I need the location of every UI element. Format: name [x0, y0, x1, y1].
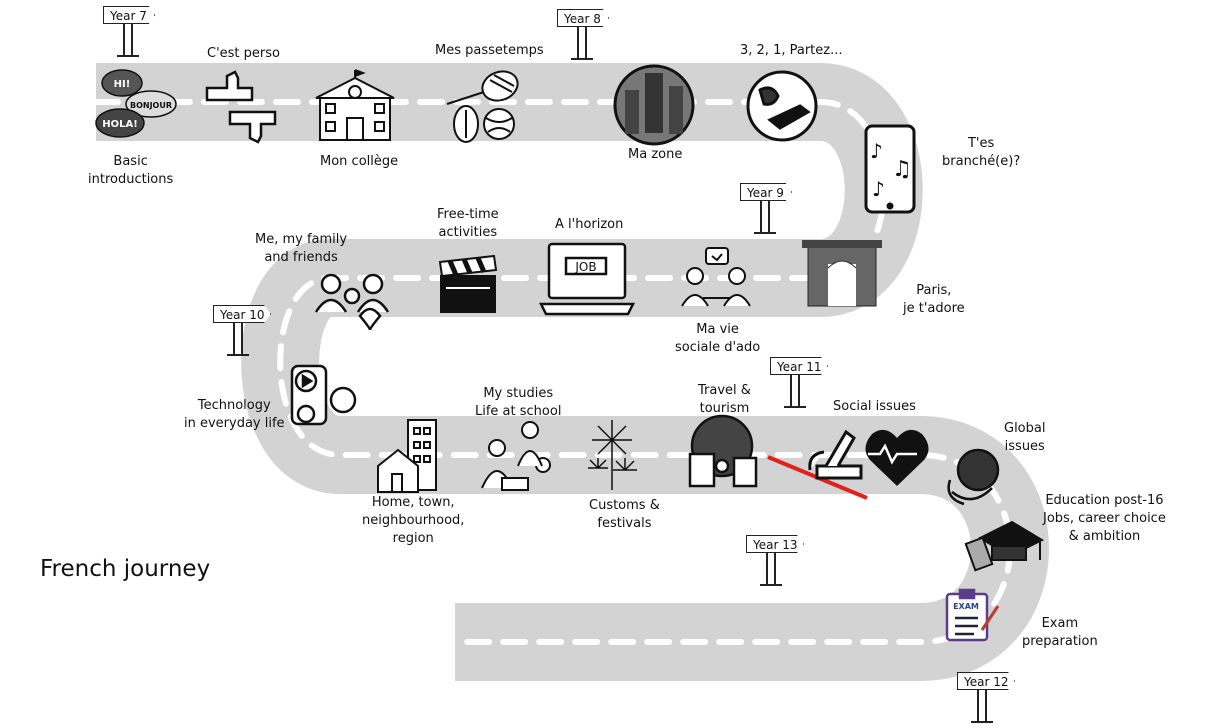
globe-leaf-icon [947, 448, 1000, 506]
diagram-title: French journey [40, 556, 211, 582]
label-partez: 3, 2, 1, Partez... [740, 43, 843, 58]
city-photo-icon [613, 64, 695, 146]
label-mon-college: Mon collège [320, 154, 399, 169]
arc-de-triomphe-icon [802, 240, 882, 307]
year10-sign: Year 10 [213, 305, 273, 363]
year8-sign: Year 8 [557, 9, 617, 67]
label-social-issues: Social issues [833, 399, 916, 414]
year10-label: Year 10 [213, 305, 271, 323]
laptop-job-icon [538, 242, 636, 316]
label-education: Education post-16 Jobs, career choice & … [1043, 493, 1166, 544]
label-customs: Customs & festivals [589, 498, 660, 531]
social-media-icon [290, 364, 357, 426]
label-paris: Paris, je t'adore [903, 283, 965, 316]
svg-text:♫: ♫ [892, 157, 912, 182]
label-global-issues: Global issues [1004, 421, 1046, 454]
svg-text:♪: ♪ [872, 177, 885, 201]
hola-text: HOLA! [102, 119, 138, 130]
sports-icon [446, 70, 519, 143]
globe-suitcase-icon [688, 414, 758, 488]
label-family: Me, my family and friends [255, 232, 348, 265]
label-travel: Travel & tourism [698, 383, 751, 416]
fireworks-icon [588, 420, 637, 490]
label-mes-passetemps: Mes passetemps [435, 43, 544, 58]
bonjour-text: BONJOUR [130, 101, 172, 110]
year12-label: Year 12 [957, 672, 1015, 690]
label-basic-introductions: Basic introductions [88, 154, 174, 187]
year13-label: Year 13 [746, 535, 804, 553]
label-free-time: Free-time activities [437, 207, 499, 240]
speech-bubbles-icon [95, 69, 177, 138]
school-building-icon [315, 69, 395, 141]
hi-text: HI! [114, 79, 131, 90]
year12-sign: Year 12 [957, 672, 1017, 728]
year13-sign: Year 13 [746, 535, 806, 593]
year9-label: Year 9 [740, 183, 792, 201]
label-ma-vie-sociale: Ma vie sociale d'ado [675, 322, 761, 355]
heart-pulse-icon [865, 429, 929, 486]
graduation-cap-icon [964, 520, 1045, 572]
clapperboard-icon [438, 254, 498, 313]
voting-hand-icon [808, 429, 863, 480]
svg-text:♪: ♪ [870, 139, 883, 163]
label-technology: Technology in everyday life [184, 398, 285, 431]
year9-sign: Year 9 [740, 183, 800, 241]
year11-label: Year 11 [770, 357, 828, 375]
globe-plane-icon [746, 70, 818, 142]
label-home-town: Home, town, neighbourhood, region [362, 495, 465, 546]
label-my-studies: My studies Life at school [475, 386, 562, 419]
phone-music-icon: ♪ ♫ ♪ [864, 124, 916, 214]
students-icon [481, 421, 551, 491]
year7-label: Year 7 [103, 6, 155, 24]
exam-clipboard-icon [945, 588, 1000, 642]
label-tes-branche: T'es branché(e)? [942, 136, 1021, 169]
year11-sign: Year 11 [770, 357, 830, 415]
label-cest-perso: C'est perso [207, 46, 280, 61]
two-people-chat-icon [681, 247, 751, 307]
label-exam-preparation: Exam preparation [1022, 616, 1098, 649]
year7-sign: Year 7 [103, 6, 163, 64]
year8-label: Year 8 [557, 9, 609, 27]
label-ma-zone: Ma zone [628, 147, 683, 162]
house-building-icon [377, 419, 437, 493]
thumbs-icon [205, 70, 277, 144]
job-text: JOB [574, 260, 596, 274]
exam-text: EXAM [953, 602, 979, 611]
family-icon [314, 273, 390, 331]
label-a-lhorizon: A l'horizon [555, 217, 624, 232]
